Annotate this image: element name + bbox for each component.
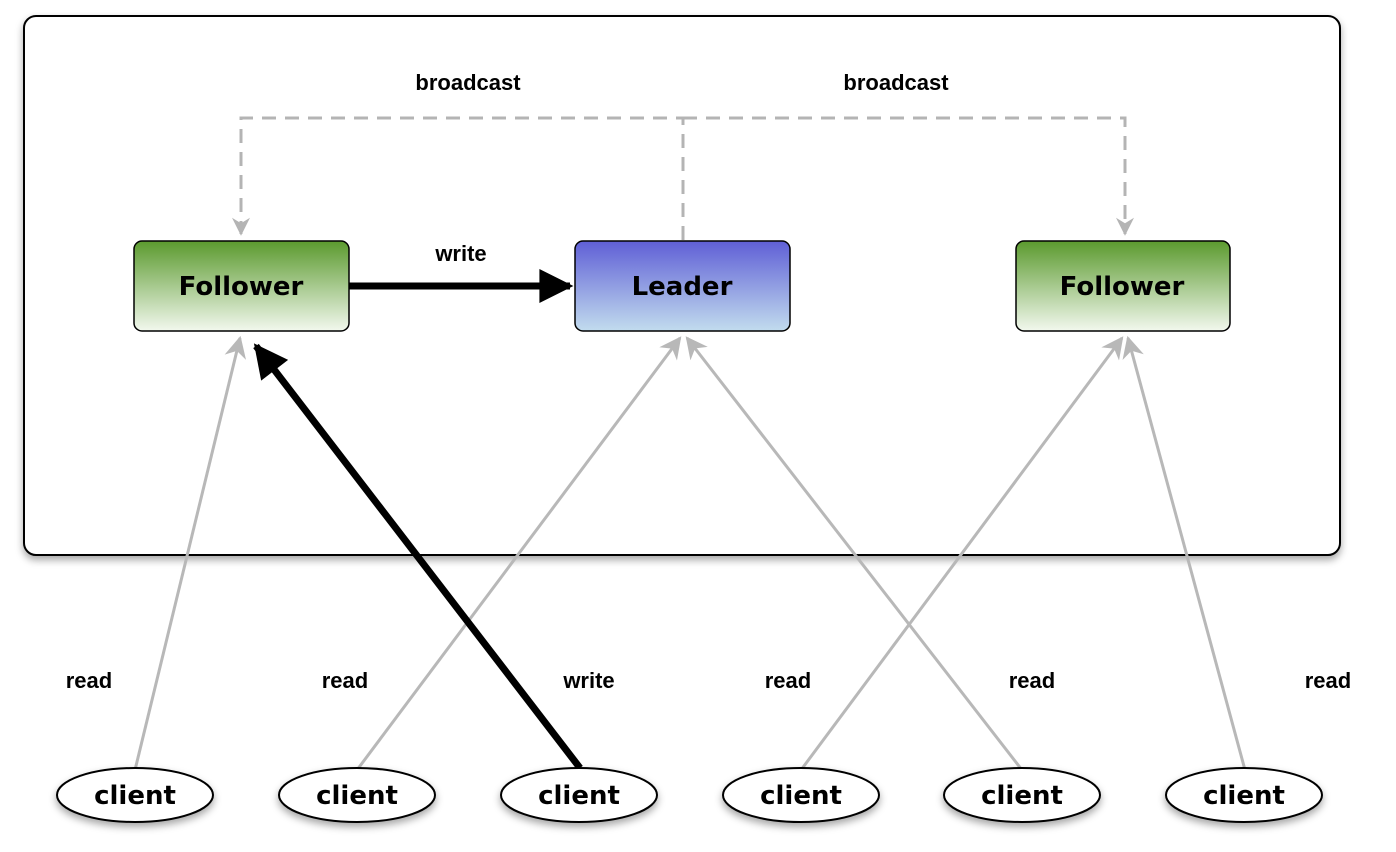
follower-right-label: Follower (1060, 272, 1185, 302)
client-node-2: client (278, 767, 436, 823)
client-node-6: client (1165, 767, 1323, 823)
op-label-client5: read (1009, 668, 1055, 693)
leader-node: Leader (574, 240, 791, 332)
broadcast-line-right (683, 116, 1134, 236)
client-label: client (316, 781, 398, 811)
broadcast-label-right: broadcast (843, 70, 949, 95)
follower-left-label: Follower (179, 272, 304, 302)
op-label-client2: read (322, 668, 368, 693)
client-label: client (94, 781, 176, 811)
client-label: client (981, 781, 1063, 811)
client-label: client (760, 781, 842, 811)
read-edge-client4 (799, 336, 1124, 771)
client-node-3: client (500, 767, 658, 823)
broadcast-line-left (232, 116, 685, 240)
client-node-1: client (56, 767, 214, 823)
op-label-client4: read (765, 668, 811, 693)
read-edge-client5 (685, 336, 1024, 771)
read-edge-client6 (1122, 335, 1247, 771)
read-edge-client2 (355, 336, 682, 771)
follower-node-right: Follower (1015, 240, 1231, 332)
op-label-client6: read (1305, 668, 1351, 693)
op-label-client3: write (562, 668, 614, 693)
follower-node-left: Follower (133, 240, 350, 332)
client-label: client (538, 781, 620, 811)
broadcast-label-left: broadcast (415, 70, 521, 95)
client-node-4: client (722, 767, 880, 823)
client-label: client (1203, 781, 1285, 811)
op-label-client1: read (66, 668, 112, 693)
read-edge-client1 (133, 335, 247, 771)
write-forward-label: write (434, 241, 486, 266)
leader-label: Leader (632, 272, 733, 302)
client-node-5: client (943, 767, 1101, 823)
write-edge-client3 (253, 343, 583, 771)
